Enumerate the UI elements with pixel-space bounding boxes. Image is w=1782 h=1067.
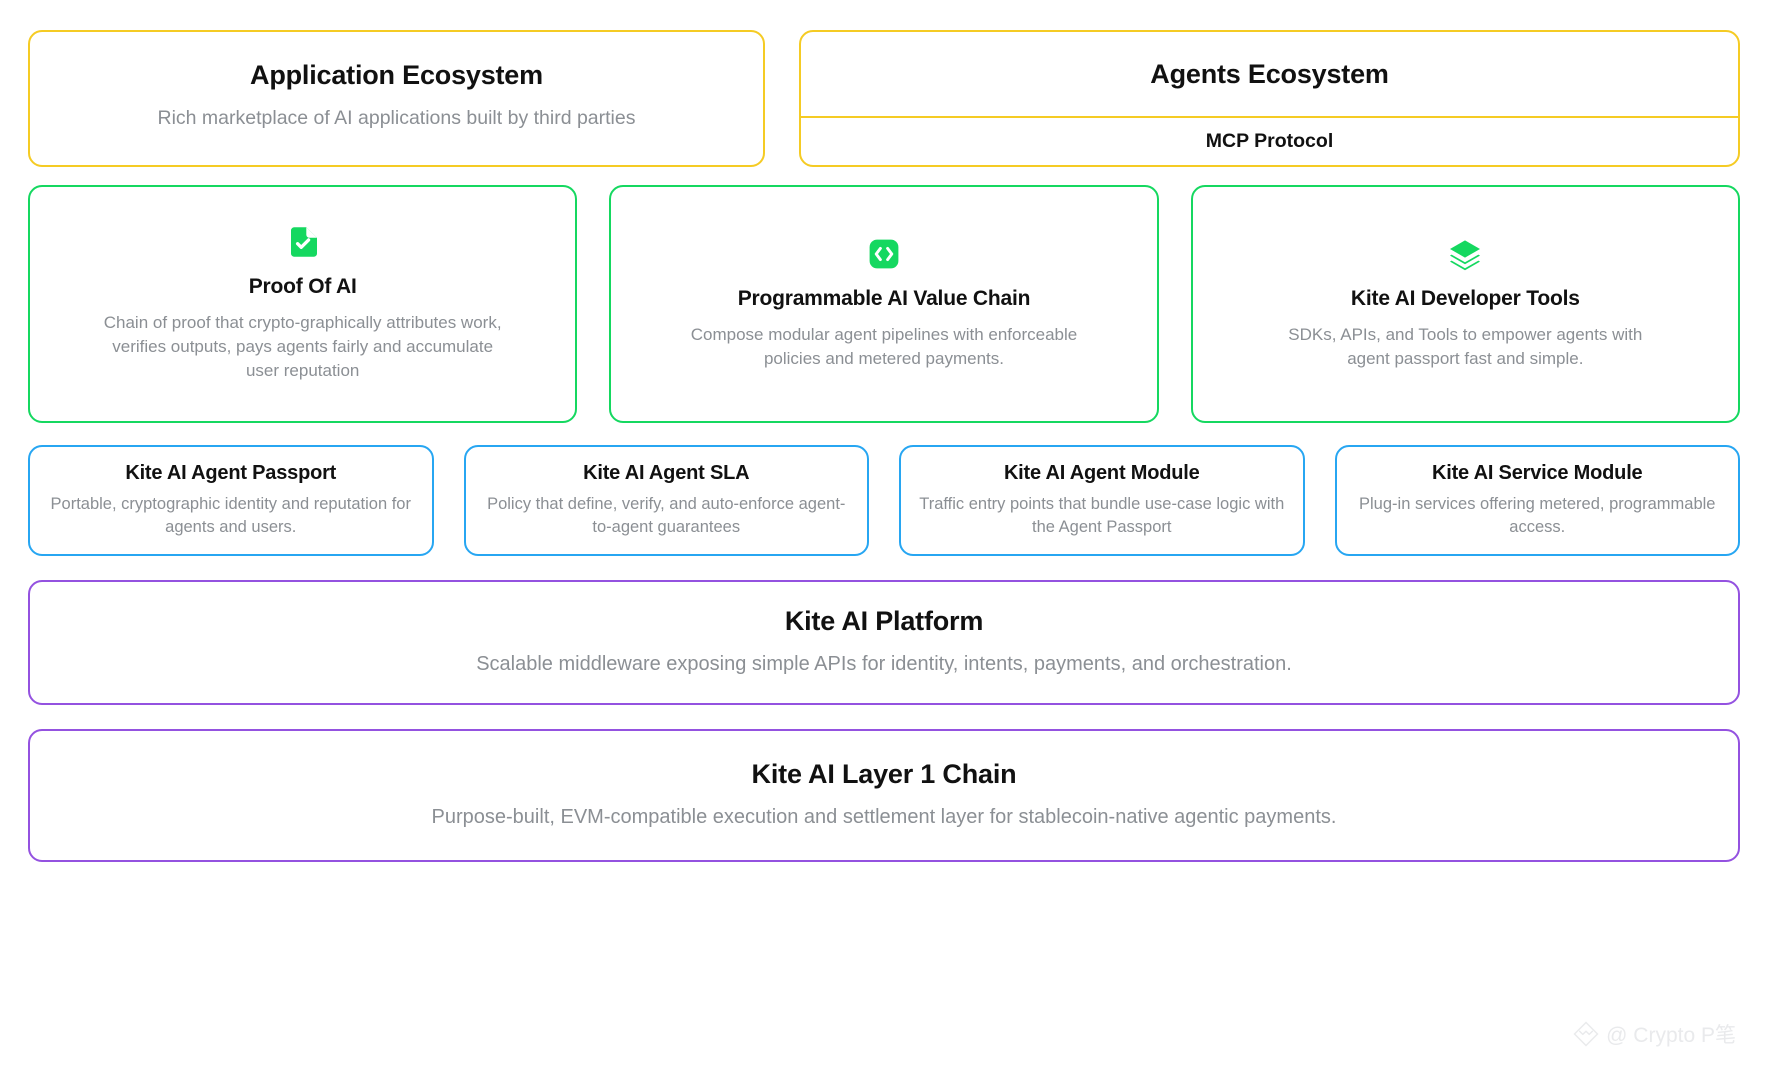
- feature-card-title: Proof Of AI: [248, 274, 357, 298]
- layers-icon: [1448, 237, 1482, 271]
- kite-ai-platform-title: Kite AI Platform: [784, 606, 984, 637]
- agents-ecosystem-title: Agents Ecosystem: [1150, 58, 1389, 89]
- agents-ecosystem-divider: [801, 116, 1738, 118]
- module-card-description: Traffic entry points that bundle use-cas…: [919, 494, 1285, 536]
- mcp-protocol-label: MCP Protocol: [1205, 130, 1334, 152]
- module-card-description: Portable, cryptographic identity and rep…: [50, 494, 411, 536]
- code-brackets-icon: [867, 237, 901, 271]
- kite-ai-layer1-chain-title: Kite AI Layer 1 Chain: [751, 759, 1017, 790]
- watermark: @ Crypto P笔: [1573, 1019, 1736, 1049]
- mcp-protocol-row: MCP Protocol: [801, 118, 1738, 165]
- feature-card-programmable-ai-value-chain: Programmable AI Value Chain Compose modu…: [609, 185, 1159, 423]
- module-card-kite-ai-agent-passport: Kite AI Agent Passport Portable, cryptog…: [28, 445, 434, 556]
- kite-ai-platform-card: Kite AI Platform Scalable middleware exp…: [28, 580, 1740, 705]
- kite-ai-layer1-chain-card: Kite AI Layer 1 Chain Purpose-built, EVM…: [28, 729, 1740, 862]
- module-card-title: Kite AI Service Module: [1432, 461, 1643, 484]
- module-card-kite-ai-agent-sla: Kite AI Agent SLA Policy that define, ve…: [463, 445, 869, 556]
- diamond-logo-icon: [1573, 1021, 1599, 1047]
- application-ecosystem-description: Rich marketplace of AI applications buil…: [157, 107, 636, 130]
- module-card-description: Policy that define, verify, and auto-enf…: [487, 494, 846, 536]
- agents-ecosystem-header: Agents Ecosystem: [801, 32, 1738, 116]
- watermark-text: @ Crypto P笔: [1606, 1024, 1736, 1047]
- application-ecosystem-title: Application Ecosystem: [250, 60, 543, 91]
- feature-cards-row: Proof Of AI Chain of proof that crypto-g…: [28, 185, 1740, 423]
- module-card-title: Kite AI Agent SLA: [583, 461, 750, 484]
- agents-ecosystem-card: Agents Ecosystem MCP Protocol: [799, 30, 1740, 167]
- feature-card-proof-of-ai: Proof Of AI Chain of proof that crypto-g…: [28, 185, 578, 423]
- feature-card-description: Chain of proof that crypto-graphically a…: [103, 312, 502, 381]
- module-card-description: Plug-in services offering metered, progr…: [1359, 494, 1716, 536]
- feature-card-description: SDKs, APIs, and Tools to empower agents …: [1288, 324, 1643, 368]
- document-check-icon: [286, 225, 320, 259]
- feature-card-description: Compose modular agent pipelines with enf…: [690, 324, 1078, 368]
- application-ecosystem-card: Application Ecosystem Rich marketplace o…: [28, 30, 765, 167]
- feature-card-title: Kite AI Developer Tools: [1350, 286, 1580, 310]
- kite-ai-platform-description: Scalable middleware exposing simple APIs…: [476, 653, 1292, 676]
- module-card-title: Kite AI Agent Passport: [125, 461, 337, 484]
- module-card-kite-ai-agent-module: Kite AI Agent Module Traffic entry point…: [899, 445, 1305, 556]
- kite-ai-layer1-chain-description: Purpose-built, EVM-compatible execution …: [431, 806, 1337, 829]
- module-card-title: Kite AI Agent Module: [1003, 461, 1200, 484]
- module-cards-row: Kite AI Agent Passport Portable, cryptog…: [28, 445, 1740, 556]
- ecosystem-row: Application Ecosystem Rich marketplace o…: [28, 30, 1740, 167]
- module-card-kite-ai-service-module: Kite AI Service Module Plug-in services …: [1334, 445, 1740, 556]
- feature-card-title: Programmable AI Value Chain: [737, 286, 1031, 310]
- feature-card-kite-ai-developer-tools: Kite AI Developer Tools SDKs, APIs, and …: [1190, 185, 1740, 423]
